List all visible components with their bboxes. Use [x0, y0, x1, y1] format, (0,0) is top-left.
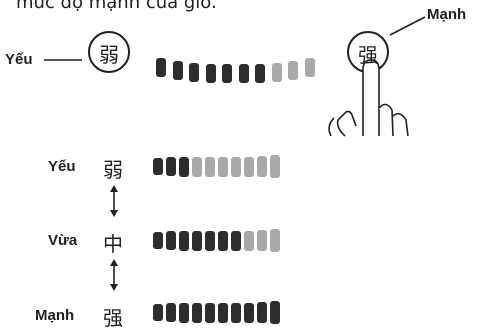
meter-segment [270, 301, 280, 324]
instruction-text: mức độ mạnh của gió. [16, 0, 217, 13]
meter-segment [153, 158, 163, 175]
weak-callout-label: Yếu [5, 51, 33, 68]
meter-segment [222, 64, 232, 83]
meter-segment [179, 230, 189, 251]
meter-segment [166, 231, 176, 250]
meter-segment [304, 58, 315, 77]
meter-segment [244, 230, 254, 251]
meter-segment [255, 64, 265, 83]
meter-segment [205, 230, 215, 251]
meter-segment [166, 303, 176, 322]
meter-segment [205, 64, 216, 83]
meter-segment [231, 302, 241, 323]
level-meter-medium [153, 229, 280, 252]
level-label-strong: Mạnh [35, 307, 75, 324]
level-meter-strong [153, 301, 280, 324]
meter-segment [205, 302, 215, 323]
meter-segment [218, 302, 228, 323]
level-glyph-strong: 强 [103, 306, 123, 330]
level-label-weak: Yếu [48, 158, 76, 175]
meter-segment [270, 155, 280, 178]
weak-button-circle [88, 31, 130, 73]
meter-segment [179, 156, 189, 177]
meter-segment [156, 58, 166, 77]
meter-segment [270, 229, 280, 252]
meter-segment [257, 156, 267, 177]
level-glyph-medium: 中 [103, 232, 123, 256]
weak-button[interactable]: 弱 [99, 39, 119, 68]
meter-segment [172, 61, 183, 80]
meter-segment [166, 157, 176, 176]
meter-segment [271, 63, 282, 82]
meter-segment [205, 156, 215, 177]
strong-callout-line [389, 16, 426, 36]
meter-segment [257, 230, 267, 251]
top-wind-meter [156, 56, 326, 86]
meter-segment [257, 302, 267, 323]
meter-segment [218, 230, 228, 251]
meter-segment [231, 230, 241, 251]
updown-arrow-icon-2 [110, 259, 118, 291]
weak-button-glyph: 弱 [99, 43, 119, 67]
meter-segment [192, 302, 202, 323]
strong-button[interactable]: 强 [358, 39, 378, 68]
meter-segment [192, 156, 202, 177]
level-meter-weak [153, 155, 280, 178]
meter-segment [244, 156, 254, 177]
strong-button-glyph: 强 [358, 43, 378, 67]
level-label-medium: Vừa [48, 232, 78, 249]
strong-callout-label: Mạnh [427, 6, 467, 23]
meter-segment [218, 156, 228, 177]
meter-segment [238, 64, 249, 83]
meter-segment [192, 230, 202, 251]
meter-segment [153, 304, 163, 321]
meter-segment [288, 61, 298, 80]
updown-arrow-icon-1 [110, 185, 118, 217]
meter-segment [231, 156, 241, 177]
meter-segment [244, 302, 254, 323]
meter-segment [189, 63, 199, 82]
level-glyph-weak: 弱 [103, 158, 123, 182]
meter-segment [153, 232, 163, 249]
meter-segment [179, 302, 189, 323]
hand-icon [328, 59, 409, 137]
